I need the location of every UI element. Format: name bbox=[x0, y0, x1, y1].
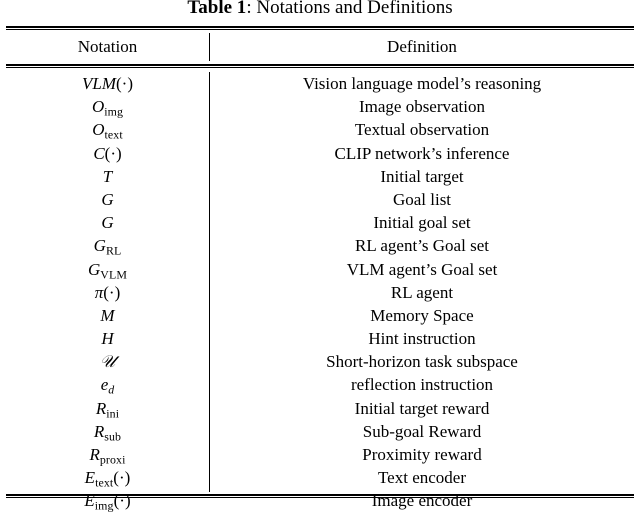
table-row: C(·) CLIP network’s inference bbox=[6, 142, 634, 165]
cell-notation: Oimg bbox=[91, 97, 124, 119]
table-mid-rule bbox=[6, 64, 634, 66]
cell-notation: 𝒰 bbox=[99, 352, 116, 373]
cell-definition: Vision language model’s reasoning bbox=[302, 74, 542, 93]
column-header-notation: Notation bbox=[77, 37, 138, 56]
cell-definition: Proximity reward bbox=[362, 445, 482, 464]
cell-definition: Initial goal set bbox=[373, 213, 471, 233]
cell-notation: Rproxi bbox=[89, 445, 126, 467]
cell-definition: Short-horizon task subspace bbox=[326, 352, 518, 372]
table-row: π(·) RL agent bbox=[6, 281, 634, 304]
table-row: VLM(·) Vision language model’s reasoning bbox=[6, 72, 634, 95]
table-caption-separator: : bbox=[246, 0, 257, 18]
table-row: Oimg Image observation bbox=[6, 95, 634, 118]
table-row: T Initial target bbox=[6, 165, 634, 188]
table-row: Rini Initial target reward bbox=[6, 397, 634, 420]
notations-table: Notation Definition VLM(·) Vision languag… bbox=[6, 26, 634, 513]
table-row: GRL RL agent’s Goal set bbox=[6, 234, 634, 257]
table-caption-label: Table 1 bbox=[187, 0, 247, 18]
cell-definition: reflection instruction bbox=[350, 375, 494, 395]
table-row: Rsub Sub-goal Reward bbox=[6, 420, 634, 443]
cell-notation: GVLM bbox=[87, 259, 127, 281]
cell-definition: Text encoder bbox=[377, 468, 466, 488]
cell-notation: T bbox=[102, 166, 113, 186]
cell-notation: H bbox=[101, 329, 114, 349]
table-header-row: Notation Definition bbox=[6, 32, 634, 62]
table-mid-rule-hairline bbox=[6, 67, 634, 68]
table-row: GVLM VLM agent’s Goal set bbox=[6, 258, 634, 281]
cell-definition: VLM agent’s Goal set bbox=[346, 259, 498, 279]
cell-definition: Initial target reward bbox=[354, 398, 490, 418]
cell-notation: C(·) bbox=[93, 143, 122, 163]
cell-notation: ed bbox=[100, 375, 115, 397]
table-row: G Initial goal set bbox=[6, 211, 634, 234]
table-row: Otext Textual observation bbox=[6, 118, 634, 141]
table-row: G Goal list bbox=[6, 188, 634, 211]
cell-definition: Memory Space bbox=[370, 305, 474, 325]
cell-definition: Image encoder bbox=[371, 491, 473, 511]
cell-notation: Rini bbox=[95, 398, 120, 420]
cell-notation: GRL bbox=[93, 236, 122, 258]
cell-definition: Textual observation bbox=[354, 120, 490, 140]
table-bottom-rule bbox=[6, 494, 634, 496]
table-top-rule bbox=[6, 26, 634, 28]
cell-notation: Etext(·) bbox=[84, 468, 131, 490]
table-bottom-rule-hairline bbox=[6, 497, 634, 498]
table-caption-text: Notations and Definitions bbox=[256, 0, 453, 18]
cell-notation: Otext bbox=[92, 120, 123, 142]
body-column-divider bbox=[209, 72, 210, 492]
cell-definition: RL agent’s Goal set bbox=[355, 236, 489, 256]
cell-definition: CLIP network’s inference bbox=[334, 143, 510, 163]
cell-notation: Rsub bbox=[93, 421, 122, 444]
cell-definition: Goal list bbox=[392, 189, 452, 209]
cell-notation: VLM(·) bbox=[81, 74, 133, 93]
table-caption: Table 1: Notations and Definitions bbox=[0, 0, 640, 20]
table-row: Etext(·) Text encoder bbox=[6, 466, 634, 489]
table-row: M Memory Space bbox=[6, 304, 634, 327]
cell-notation: M bbox=[100, 305, 115, 325]
cell-notation: Eimg(·) bbox=[84, 491, 131, 513]
cell-definition: RL agent bbox=[390, 282, 454, 302]
header-column-divider bbox=[209, 33, 210, 61]
table-top-rule-hairline bbox=[6, 29, 634, 30]
table-row: Eimg(·) Image encoder bbox=[6, 489, 634, 512]
table-row: Rproxi Proximity reward bbox=[6, 443, 634, 466]
cell-notation: π(·) bbox=[94, 282, 121, 302]
cell-definition: Initial target bbox=[380, 166, 464, 186]
table-row: 𝒰 Short-horizon task subspace bbox=[6, 350, 634, 373]
cell-definition: Sub-goal Reward bbox=[362, 421, 482, 441]
cell-notation: G bbox=[101, 213, 114, 233]
cell-notation: G bbox=[101, 189, 114, 209]
table-row: ed reflection instruction bbox=[6, 373, 634, 396]
cell-definition: Image observation bbox=[358, 97, 486, 117]
cell-definition: Hint instruction bbox=[368, 329, 476, 349]
column-header-definition: Definition bbox=[387, 37, 457, 56]
table-row: H Hint instruction bbox=[6, 327, 634, 350]
